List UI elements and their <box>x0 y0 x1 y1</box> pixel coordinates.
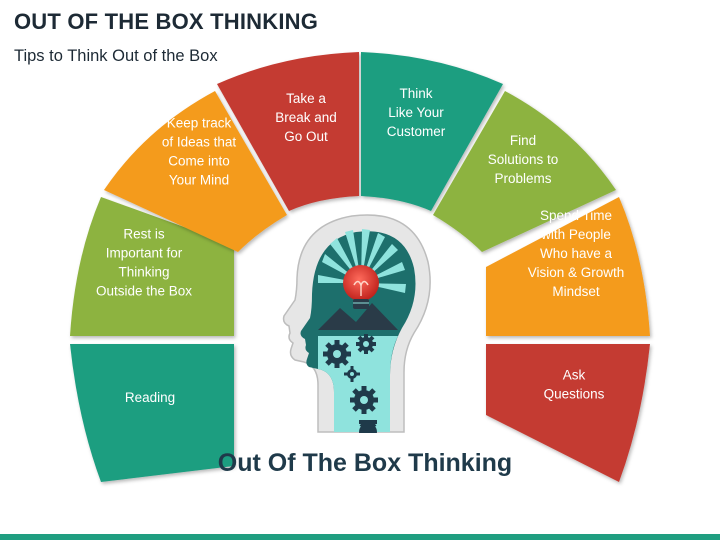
segment-shape <box>486 197 650 336</box>
gear-icon <box>344 366 360 382</box>
segment-find-solutions <box>433 91 616 252</box>
segment-shape <box>217 52 359 211</box>
gear-icon <box>323 340 351 368</box>
segment-label-line: Outside the Box <box>96 284 192 299</box>
segment-shape <box>70 197 234 336</box>
segment-label-line: Find <box>510 133 536 148</box>
segment-label-line: Problems <box>494 171 551 186</box>
segment-label-line: Reading <box>125 390 175 405</box>
segment-label-line: Like Your <box>388 105 444 120</box>
page-title: OUT OF THE BOX THINKING <box>14 9 319 34</box>
segment-label-line: Who have a <box>540 246 613 261</box>
segment-label-line: Important for <box>106 246 183 261</box>
segment-label-line: Come into <box>168 154 230 169</box>
segment-shape <box>104 91 287 252</box>
segment-shape <box>70 344 234 482</box>
segment-label-line: Rest is <box>123 227 165 242</box>
segment-label-line: Your Mind <box>169 173 229 188</box>
segment-label-line: Break and <box>275 110 337 125</box>
segment-think-customer <box>361 52 503 211</box>
segment-label-line: Mindset <box>552 284 600 299</box>
segment-rest <box>70 197 234 336</box>
segment-ask-questions <box>486 344 650 482</box>
segment-shape <box>361 52 503 211</box>
segment-label-line: of Ideas that <box>162 135 237 150</box>
center-caption: Out Of The Box Thinking <box>217 449 513 477</box>
segment-label-reading: Reading <box>125 390 175 405</box>
segment-shape <box>486 344 650 482</box>
bottom-accent-bar <box>0 534 720 540</box>
head-silhouette-icon <box>282 214 431 445</box>
segment-label-line: Customer <box>387 124 446 139</box>
light-bulb-icon <box>343 265 379 309</box>
segment-label-line: Spend Time <box>540 208 612 223</box>
gear-icon <box>356 334 376 354</box>
gear-icon <box>350 386 378 414</box>
arc-segments <box>70 52 650 482</box>
segment-shape <box>433 91 616 252</box>
segment-label-line: Keep track <box>167 116 232 131</box>
segment-label-line: with People <box>540 227 611 242</box>
page-subtitle: Tips to Think Out of the Box <box>14 47 218 65</box>
segment-label-line: Thinking <box>118 265 169 280</box>
segment-label-line: Questions <box>544 387 605 402</box>
segment-label-line: Go Out <box>284 129 328 144</box>
segment-label-line: Think <box>399 86 432 101</box>
segment-label-line: Ask <box>563 368 586 383</box>
segment-reading <box>70 344 234 482</box>
segment-label-line: Vision & Growth <box>528 265 625 280</box>
segment-spend-time <box>486 197 650 336</box>
segment-label-line: Take a <box>286 91 326 106</box>
segment-label-take-break: Take a Break and Go Out <box>275 91 337 144</box>
segment-keep-track <box>104 91 287 252</box>
segment-take-break <box>217 52 359 211</box>
segment-label-line: Solutions to <box>488 152 559 167</box>
